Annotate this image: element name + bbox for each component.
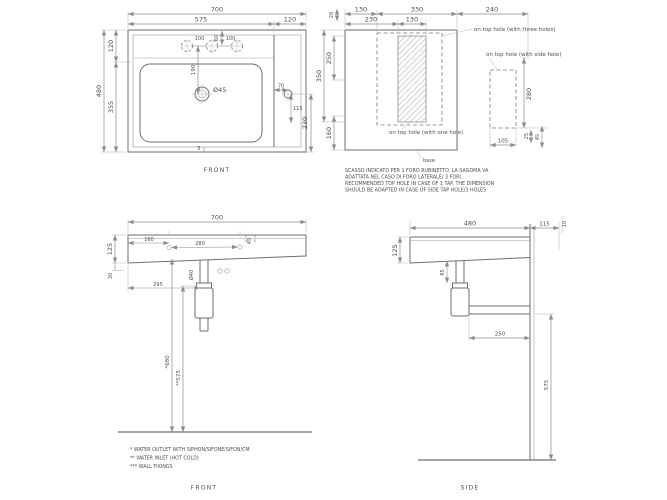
- dim-top-330: 330: [411, 6, 423, 14]
- dim-hole-offset: 60: [214, 35, 220, 41]
- water-inlet-cold: [224, 268, 230, 274]
- dim-bottom-105: 105: [498, 139, 509, 145]
- dim-height-125: 125: [106, 243, 114, 255]
- dim-outlet-height: *680: [165, 355, 171, 369]
- dim-rear-deck-depth: 120: [107, 40, 115, 52]
- caption-line-4: SHOULD BE ADAPTED IN CASE OF SIDE TAP HO…: [345, 188, 486, 194]
- view-label-plan-front: FRONT: [204, 167, 231, 174]
- caption-line-3: RECOMMENDED TOP HOLE IN CASE OF 1 TAP. T…: [345, 181, 495, 187]
- dim-left-250: 250: [325, 52, 333, 64]
- note-one-hole: on top hole (with one hole): [389, 130, 463, 136]
- dim-tail-85: 85: [440, 269, 446, 275]
- dim-right-25: 25: [524, 133, 530, 139]
- three-hole-cutout: [376, 32, 443, 126]
- dim-offset-20: 20: [329, 12, 335, 18]
- water-inlet-hot: [217, 268, 223, 274]
- dim-lip-30: 30: [108, 273, 114, 279]
- label-base: base: [423, 158, 435, 164]
- dim-cut-130: 130: [406, 16, 418, 24]
- side-hole-cutout: [489, 69, 517, 129]
- drain-hole: [192, 84, 212, 104]
- dim-pipe-250: 250: [495, 332, 506, 338]
- dim-left-350: 350: [315, 70, 323, 82]
- dim-drain-45: 45: [247, 238, 253, 244]
- tap-hole-detail-view: 20 130 330 240 230 130 250 350 160 280 1…: [315, 6, 561, 194]
- dim-overall-depth: 480: [95, 85, 103, 97]
- caption-line-2: ADATTATA NEL CASO DI FORO LATERALE/ 3 FO…: [345, 175, 462, 181]
- dim-drain-setback: 190: [191, 64, 197, 75]
- dim-left-160: 160: [325, 127, 333, 139]
- footnote-wall-fixings: *** WALL FIXINGS: [130, 464, 173, 470]
- dim-bowl-depth: 355: [107, 101, 115, 113]
- dim-cut-230: 230: [365, 16, 377, 24]
- basin-side-profile: [409, 236, 531, 264]
- basin-inner-rim: [132, 34, 302, 148]
- view-label-side-elevation: SIDE: [461, 485, 480, 492]
- footnote-water-outlet: * WATER OUTLET WITH SIPHON/SIFONE/SIFON/…: [130, 447, 250, 453]
- dim-side-height-125: 125: [391, 244, 399, 256]
- dim-inlet-height: **575: [176, 370, 182, 386]
- siphon-front: [194, 260, 230, 332]
- dim-side-hole-setback: 115: [293, 106, 303, 112]
- dim-right-280: 280: [525, 88, 533, 100]
- dim-wall-115: 115: [539, 222, 550, 228]
- dim-rim: 5: [197, 146, 200, 152]
- dim-depth-480: 480: [464, 220, 476, 228]
- wall-fixing-left: [166, 245, 172, 251]
- note-three-holes: on top hole (with three holes): [474, 27, 556, 33]
- note-side-hole: on top hole (with side hole): [486, 52, 561, 58]
- dim-hole-spacing-b: 100: [226, 36, 236, 42]
- wall-fixing-right: [237, 244, 243, 250]
- dim-overall-width: 700: [211, 6, 223, 14]
- front-elevation-view: 700 160 280 45 125 30: [106, 214, 312, 492]
- basin-outline: [127, 29, 307, 153]
- dim-deck-width: 120: [284, 16, 296, 24]
- dim-pipe-dia: Ø40: [188, 270, 195, 280]
- dim-front-overall-width: 700: [211, 214, 223, 222]
- dim-right-45: 45: [535, 134, 541, 140]
- dim-top-240: 240: [486, 6, 498, 14]
- siphon-side: [450, 260, 530, 317]
- dim-trap-295: 295: [153, 282, 163, 288]
- dim-wall-10: 10: [562, 221, 568, 227]
- dim-wall-575: 575: [544, 379, 550, 390]
- dim-fix-160: 160: [144, 237, 154, 243]
- dim-basin-width: 575: [195, 16, 207, 24]
- side-elevation-view: 480 115 10 125 85 250 575 SIDE: [391, 216, 568, 492]
- plan-top-view: 700 575 120 60 100 100 120 480 355 190 Ø…: [95, 6, 314, 174]
- footnote-water-inlet: ** WATER INLET (HOT COLD): [130, 456, 199, 462]
- basin-front-profile: [127, 234, 307, 264]
- dim-side-hole: 70: [278, 84, 284, 90]
- dim-drain-from-front: 230: [301, 117, 309, 129]
- basin-outline-detail: [344, 29, 458, 151]
- dim-hole-spacing-a: 100: [195, 36, 205, 42]
- bowl-outline: [139, 63, 263, 143]
- caption-line-1: SCASSO INDICATO PER 1 FORO RUBINETTO. LA…: [345, 168, 489, 174]
- dim-fix-280: 280: [195, 241, 205, 247]
- one-hole-cutout: [397, 35, 427, 123]
- dim-top-130: 130: [355, 6, 367, 14]
- label-drain-diameter: Ø45: [213, 86, 226, 94]
- view-label-front-elevation: FRONT: [191, 485, 218, 492]
